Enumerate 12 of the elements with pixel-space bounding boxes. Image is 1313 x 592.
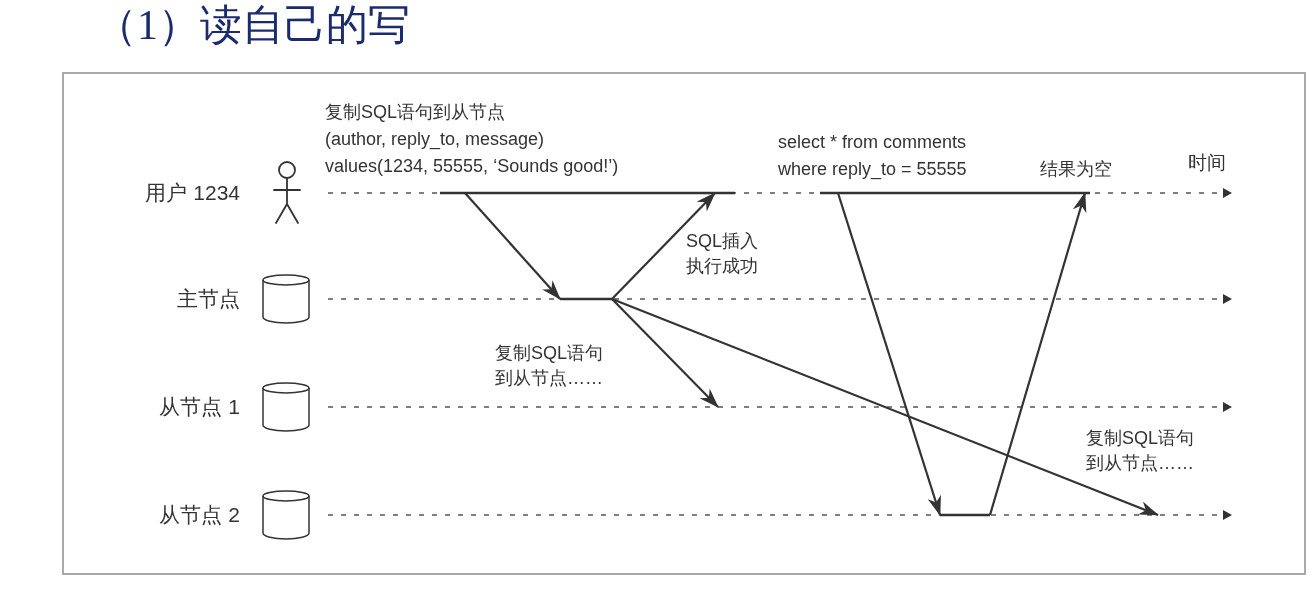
participant-label: 用户 1234 — [145, 180, 240, 206]
participant-label: 主节点 — [177, 286, 240, 312]
title: （1）读自己的写 — [95, 1, 410, 50]
arrow — [988, 192, 1087, 516]
participant-label: 从节点 2 — [159, 502, 240, 528]
arrow — [611, 298, 719, 408]
arrow — [611, 297, 1159, 517]
arrow — [611, 192, 716, 300]
arrow — [836, 192, 942, 516]
axis-label: 时间 — [1188, 151, 1226, 175]
participant-label: 从节点 1 — [159, 394, 240, 420]
arrow — [464, 192, 561, 300]
